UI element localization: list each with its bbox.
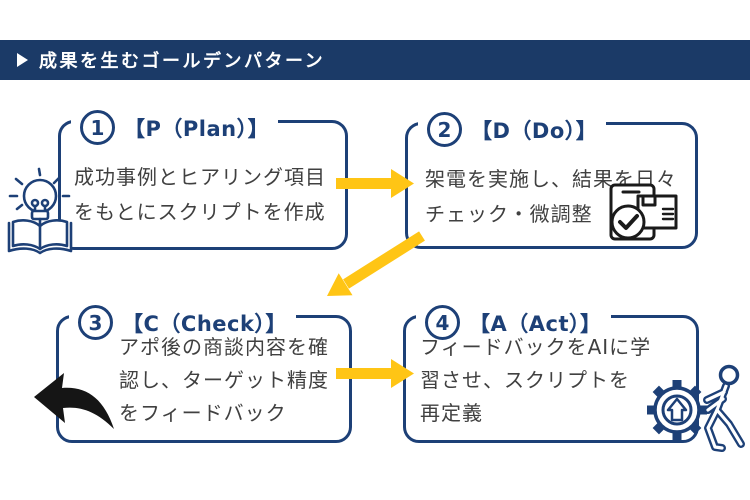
step-heading: 【P（Plan）】 xyxy=(124,116,270,141)
step-check-header: 3 【C（Check）】 xyxy=(69,304,296,341)
step-description: 成功事例とヒアリング項目 をもとにスクリプトを作成 xyxy=(74,160,326,230)
step-description: フィードバックをAIに学 習させ、スクリプトを 再定義 xyxy=(420,331,651,430)
gear-person-icon xyxy=(647,364,745,452)
page-title: 成果を生むゴールデンパターン xyxy=(39,51,326,72)
lightbulb-book-icon xyxy=(7,167,73,255)
text-line: 再定義 xyxy=(420,401,483,425)
step-box-act: 4 【A（Act）】 フィードバックをAIに学 習させ、スクリプトを 再定義 xyxy=(403,304,699,443)
step-number-badge: 3 xyxy=(78,305,113,340)
black-curved-arrow-icon xyxy=(34,373,114,429)
title-bar: 成果を生むゴールデンパターン xyxy=(0,40,750,80)
step-plan-header: 1 【P（Plan）】 xyxy=(71,109,279,146)
step-act-header: 4 【A（Act）】 xyxy=(416,304,611,341)
step-number-badge: 1 xyxy=(80,110,115,145)
text-line: 成功事例とヒアリング項目 xyxy=(74,165,326,189)
curved-arrow-shape xyxy=(34,373,114,429)
text-line: 習させ、スクリプトを xyxy=(420,368,630,392)
step-heading: 【C（Check）】 xyxy=(122,311,287,336)
text-line: をもとにスクリプトを作成 xyxy=(74,200,326,224)
step-number-badge: 2 xyxy=(427,112,462,147)
text-line: フィードバックをAIに学 xyxy=(420,335,652,359)
step-description: アポ後の商談内容を確 認し、ターゲット精度 をフィードバック xyxy=(119,331,329,430)
text-line: をフィードバック xyxy=(119,401,287,425)
text-line: チェック・微調整 xyxy=(425,202,593,226)
text-line: アポ後の商談内容を確 xyxy=(119,335,329,359)
step-description: 架電を実施し、結果を日々 チェック・微調整 xyxy=(425,162,677,232)
smartphone-check-icon xyxy=(609,183,678,241)
step-do-header: 2 【D（Do）】 xyxy=(418,111,607,148)
text-line: 認し、ターゲット精度 xyxy=(119,368,329,392)
step-box-plan: 1 【P（Plan）】 成功事例とヒアリング項目 をもとにスクリプトを作成 xyxy=(58,109,348,250)
play-triangle-icon xyxy=(17,53,28,67)
step-number-badge: 4 xyxy=(425,305,460,340)
step-box-check: 3 【C（Check）】 アポ後の商談内容を確 認し、ターゲット精度 をフィード… xyxy=(56,304,352,443)
step-heading: 【A（Act）】 xyxy=(469,311,602,336)
step-heading: 【D（Do）】 xyxy=(471,118,598,143)
